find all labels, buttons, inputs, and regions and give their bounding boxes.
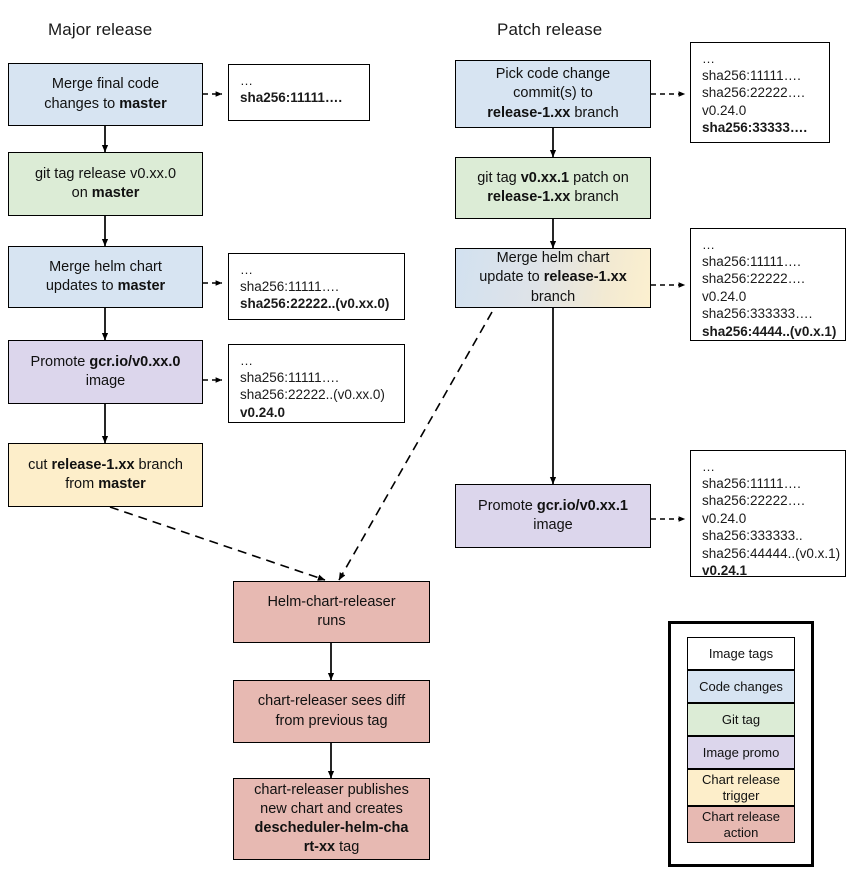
tagbox-after-merge-final: … sha256:11111…. [228,64,370,121]
tagbox-line: … [702,237,717,252]
tagbox-line: sha256:33333…. [702,120,808,136]
tagbox-line: sha256:11111…. [240,279,339,294]
wire-patch-tags [651,91,686,522]
tagbox-line: sha256:333333.. [702,528,803,544]
legend-item-image-tags[interactable]: Image tags [687,637,795,670]
tagbox-line: v0.24.0 [702,102,747,118]
legend-item-chart-release-trigger[interactable]: Chart release trigger [687,769,795,806]
legend-item-code-changes[interactable]: Code changes [687,670,795,703]
tagbox-line: sha256:44444..(v0.x.1) [702,545,841,561]
wire-major-tags [203,91,223,383]
legend-label: Chart release action [701,809,781,840]
tagbox-line: v0.24.0 [702,510,747,526]
major-release-title: Major release [48,20,153,39]
legend-item-image-promo[interactable]: Image promo [687,736,795,769]
tagbox-line: v0.24.0 [702,288,747,304]
tagbox-line: sha256:333333…. [702,306,813,322]
legend-label: Git tag [721,711,761,727]
legend-label: Image tags [708,645,774,661]
tagbox-line: … [240,262,255,277]
tagbox-line: sha256:22222…. [702,85,805,101]
tagbox-line: sha256:11111…. [702,68,801,83]
tagbox-line: sha256:11111…. [240,90,343,105]
legend-label: Image promo [702,744,780,760]
tagbox-line: sha256:22222..(v0.xx.0) [240,387,385,403]
tagbox-after-helm-merge-patch: … sha256:11111…. sha256:22222….v0.24.0 sha2… [690,228,846,341]
tagbox-line: sha256:22222…. [702,493,805,509]
legend-item-chart-release-action[interactable]: Chart release action [687,806,795,843]
tagbox-line: v0.24.0 [240,404,286,420]
tagbox-line: … [240,353,255,368]
legend-item-git-tag[interactable]: Git tag [687,703,795,736]
patch-release-title: Patch release [497,20,603,39]
tagbox-after-helm-merge: … sha256:11111…. sha256:22222..(v0.xx.0) [228,253,405,320]
legend-label: Chart release trigger [701,772,781,803]
tagbox-after-promote-patch: … sha256:11111…. sha256:22222….v0.24.0 sha2… [690,450,846,579]
tagbox-line: sha256:11111…. [240,370,339,385]
tagbox-line: … [240,73,255,88]
tagbox-line: v0.24.1 [702,563,748,579]
tagbox-line: sha256:4444..(v0.x.1) [702,323,837,339]
legend-label: Code changes [699,678,783,694]
tagbox-line: sha256:11111…. [702,476,801,491]
tagbox-line: … [702,51,717,66]
tagbox-after-promote: … sha256:11111…. sha256:22222..(v0.xx.0)v0… [228,344,405,423]
tagbox-line: sha256:11111…. [702,254,801,269]
tagbox-line: … [702,459,717,474]
tagbox-after-pick: … sha256:11111…. sha256:22222….v0.24.0 sha2… [690,42,830,143]
tagbox-line: sha256:22222…. [702,271,805,287]
tagbox-line: sha256:22222..(v0.xx.0) [240,296,390,312]
legend-panel: Image tags Code changes Git tag Image pr… [668,621,814,867]
